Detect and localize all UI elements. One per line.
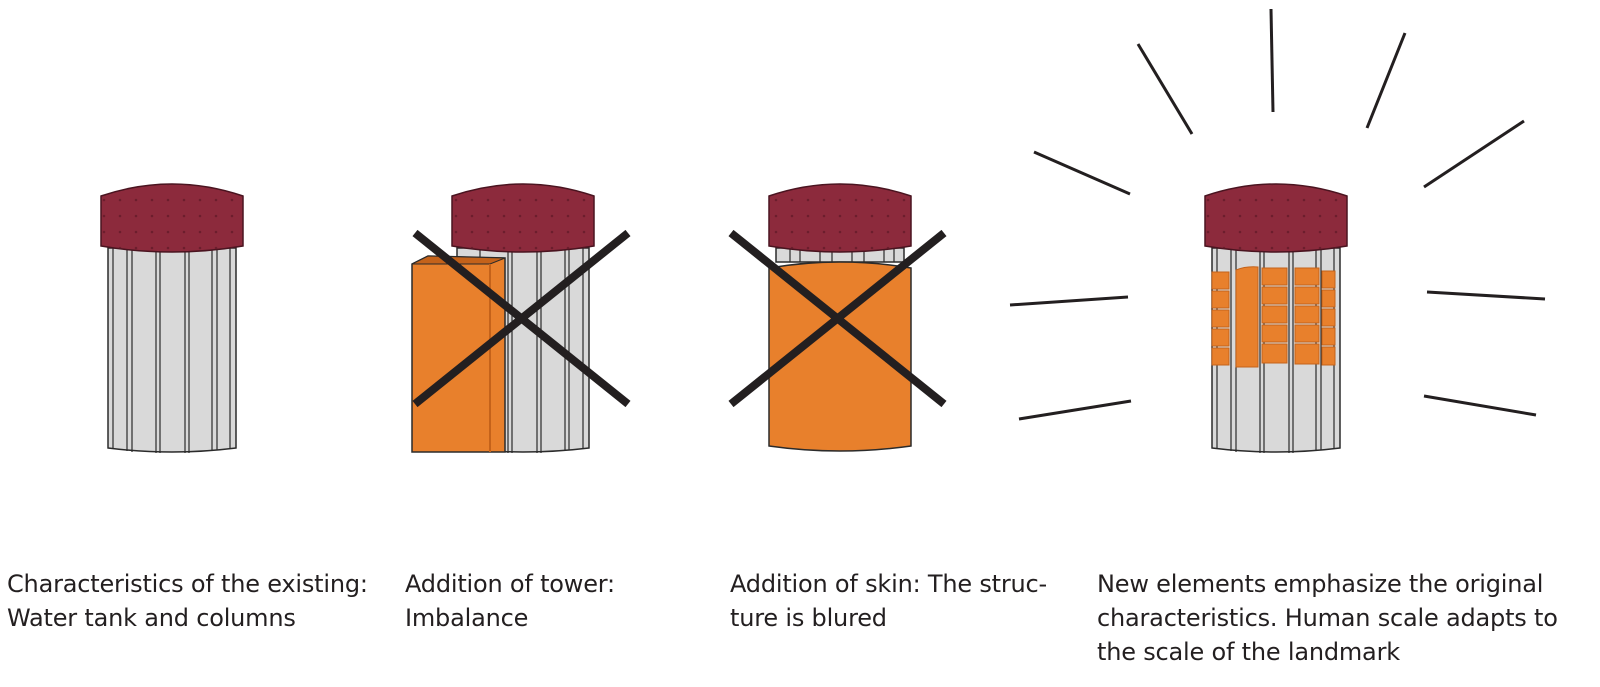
panel-existing	[100, 183, 244, 453]
caption-line: Addition of tower:	[405, 570, 615, 598]
panel-skin	[728, 183, 947, 452]
caption-line: Characteristics of the existing:	[7, 570, 368, 598]
caption-line: characteristics. Human scale adapts to	[1097, 604, 1558, 632]
caption-line: ture is blured	[730, 604, 887, 632]
caption-line: Water tank and columns	[7, 604, 296, 632]
panel-new-elements	[1009, 8, 1546, 453]
caption-line: Imbalance	[405, 604, 529, 632]
water-tank	[768, 183, 912, 253]
caption-line: New elements emphasize the original	[1097, 570, 1544, 598]
cross-out-mark	[728, 229, 947, 408]
radiating-lines	[1009, 8, 1546, 421]
water-tank	[100, 183, 244, 253]
added-skin	[768, 261, 912, 452]
added-tower	[411, 255, 506, 453]
caption-skin: Addition of skin: The struc- ture is blu…	[730, 567, 1047, 635]
panel-tower	[411, 183, 631, 453]
human-scale-elements	[1211, 266, 1336, 368]
cross-out-mark	[412, 229, 631, 408]
water-tank	[451, 183, 595, 253]
caption-line: the scale of the landmark	[1097, 638, 1400, 666]
caption-line: Addition of skin: The struc-	[730, 570, 1048, 598]
caption-tower: Addition of tower: Imbalance	[405, 567, 615, 635]
caption-existing: Characteristics of the existing: Water t…	[7, 567, 368, 635]
water-tank	[1204, 183, 1348, 253]
caption-new-elements: New elements emphasize the original char…	[1097, 567, 1558, 669]
column-shaft	[107, 247, 237, 453]
